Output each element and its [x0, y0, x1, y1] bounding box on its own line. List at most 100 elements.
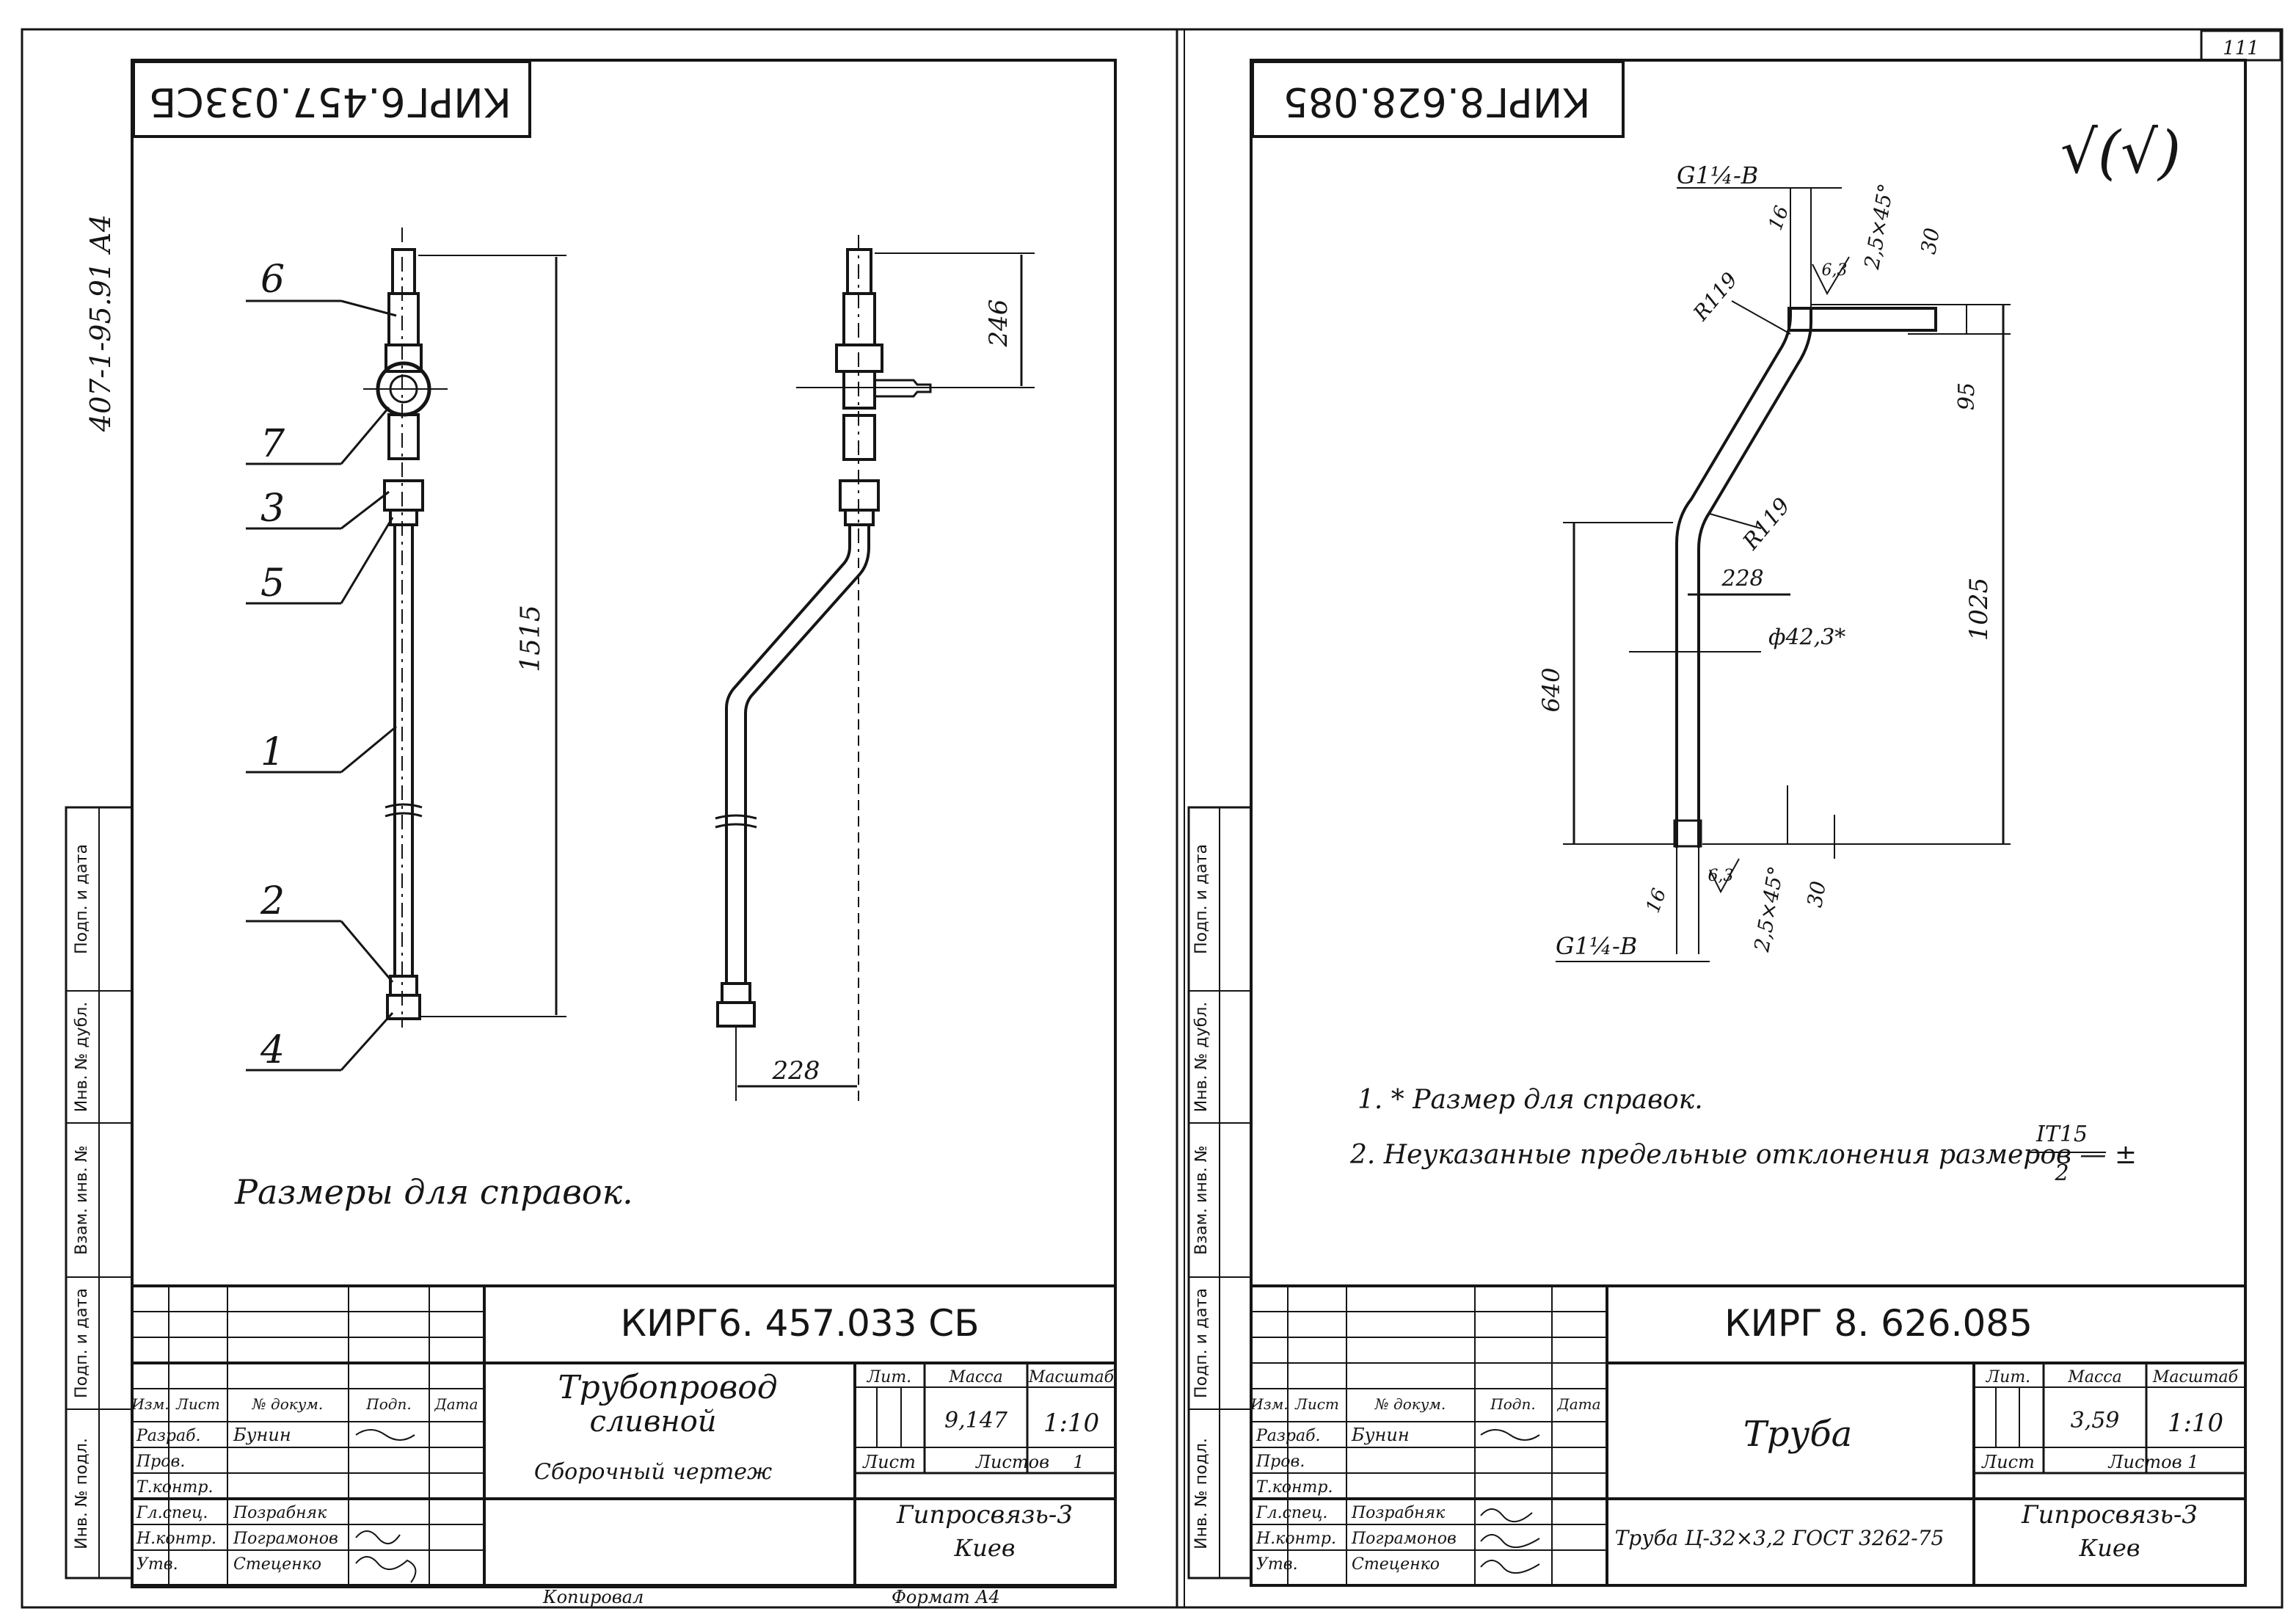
- left-side-note: 407-1-95.91 А4: [84, 214, 117, 432]
- drawing-label: Дата: [434, 1395, 478, 1413]
- right-scale: 1:10: [2168, 1408, 2223, 1438]
- left-side-label-2: Инв. № дубл.: [73, 1002, 91, 1113]
- right-code-box: [1251, 60, 1625, 138]
- drawing-label: Позрабняк: [1351, 1504, 1446, 1522]
- roughness-symbol: √(√): [2060, 118, 2181, 186]
- drawing-label: 640: [1537, 667, 1565, 712]
- drawing-label: 1025: [1964, 578, 1994, 641]
- signature-mark: [355, 1556, 417, 1583]
- drawing-label: Подп. и дата: [1192, 844, 1211, 954]
- right-code-rotated: КИРГ8.628.085: [1283, 79, 1590, 125]
- drawing-label: Разраб.: [1255, 1427, 1321, 1445]
- left-stamp-title-2: сливной: [589, 1405, 716, 1439]
- drawing-label: Бунин: [1351, 1425, 1410, 1445]
- left-side-label-4: Подп. и дата: [73, 1288, 91, 1398]
- drawing-label: Н.контр.: [1255, 1530, 1336, 1548]
- role-utv: Утв.: [136, 1555, 178, 1574]
- name-nkontr: Пограмонов: [233, 1530, 338, 1548]
- left-mass: 9,147: [944, 1408, 1008, 1433]
- right-inner-frame: [1250, 59, 2247, 1587]
- pipe-front-view: [363, 228, 448, 1028]
- right-sheet: КИРГ8.628.085 √(√) Подп. и дата Инв. № д…: [1187, 59, 2247, 1587]
- drawing-label: 6,3: [1822, 261, 1848, 280]
- drawing-label: Лит.: [1986, 1368, 2030, 1386]
- left-side-label-5: Инв. № подл.: [73, 1438, 91, 1549]
- drawing-label: Лист: [175, 1395, 220, 1413]
- left-scale: 1:10: [1043, 1408, 1099, 1438]
- drawing-label: Подп.: [1490, 1395, 1535, 1413]
- left-side-label-1: Подп. и дата: [73, 844, 91, 954]
- callout-2: 2: [260, 879, 285, 923]
- left-title-block: Изм. Лист № докум. Подп. Дата Разраб. Пр…: [131, 1284, 1117, 1587]
- right-stamp-code: КИРГ 8. 626.085: [1724, 1302, 2033, 1345]
- right-stamp-material: Труба Ц-32×3,2 ГОСТ 3262-75: [1615, 1526, 1945, 1550]
- left-note: Размеры для справок.: [234, 1172, 633, 1212]
- drawing-label: Лист: [862, 1452, 916, 1472]
- dim-1515: 1515: [516, 605, 546, 672]
- drawing-label: Листов: [975, 1452, 1049, 1472]
- drawing-label: Взам. инв. №: [1192, 1145, 1211, 1254]
- name-glspec: Позрабняк: [233, 1504, 327, 1522]
- bent-pipe: [1673, 307, 1937, 954]
- note-1: 1. * Размер для справок.: [1357, 1085, 1703, 1115]
- left-stamp-code: КИРГ6. 457.033 СБ: [620, 1302, 979, 1345]
- left-stamp-doctype: Сборочный чертеж: [534, 1459, 772, 1485]
- drawing-label: Стеценко: [1352, 1555, 1440, 1574]
- signature-mark: [1480, 1508, 1533, 1522]
- drawing-label: Дата: [1556, 1395, 1600, 1413]
- dim-228-left: 228: [772, 1056, 820, 1086]
- callouts: 6 7 3 5 1 2 4: [246, 258, 397, 1072]
- drawing-label: 16: [1765, 203, 1794, 233]
- drawing-label: Лист: [1294, 1395, 1339, 1413]
- left-stamp-title-1: Трубопровод: [558, 1369, 777, 1406]
- drawing-label: Пров.: [1255, 1453, 1305, 1471]
- signature-mark: [1480, 1534, 1540, 1548]
- right-mass: 3,59: [2071, 1408, 2120, 1433]
- signature-mark: [1480, 1429, 1540, 1441]
- callout-6: 6: [260, 258, 285, 302]
- name-razrab: Бунин: [233, 1425, 291, 1445]
- drawing-label: 16: [1642, 886, 1672, 916]
- drawing-label: ф42,3*: [1768, 625, 1845, 650]
- role-glspec: Гл.спец.: [136, 1504, 208, 1522]
- drawing-label: Т.контр.: [1256, 1478, 1333, 1497]
- drawing-label: Пограмонов: [1351, 1530, 1457, 1548]
- drawing-label: 2,5×45°: [1859, 182, 1898, 272]
- left-org-1: Гипросвязь-3: [896, 1500, 1073, 1530]
- left-code-rotated: КИРГ6.457.033СБ: [149, 79, 511, 125]
- drawing-label: Листов 1: [2108, 1452, 2199, 1472]
- drawing-label: Лист: [1981, 1452, 2035, 1472]
- drawing-label: G1¼-В: [1556, 932, 1637, 960]
- drawing-label: Изм.: [131, 1395, 169, 1413]
- right-title-block: Изм. Лист № докум. Подп. Дата Разраб. Пр…: [1250, 1284, 2247, 1587]
- drawing-label: 30: [1916, 226, 1945, 256]
- drawing-label: Подп.: [365, 1395, 411, 1413]
- right-org-1: Гипросвязь-3: [2021, 1500, 2198, 1530]
- top-thread-segment: [1787, 307, 1937, 332]
- callout-3: 3: [260, 487, 285, 531]
- note-2: 2. Неуказанные предельные отклонения раз…: [1349, 1140, 2137, 1170]
- role-prov: Пров.: [136, 1453, 185, 1471]
- outer-frame: [21, 28, 2284, 1609]
- left-code-box: [132, 60, 531, 138]
- callout-7: 7: [260, 422, 285, 466]
- drawing-label: Масштаб: [1028, 1368, 1115, 1386]
- drawing-label: Инв. № подл.: [1192, 1438, 1211, 1549]
- role-razrab: Разраб.: [136, 1427, 201, 1445]
- footer-format: Формат А4: [892, 1587, 1000, 1607]
- drawing-label: Масса: [2067, 1368, 2121, 1386]
- drawing-label: 2,5×45°: [1749, 865, 1788, 955]
- drawing-label: Гл.спец.: [1255, 1504, 1327, 1522]
- footer-copied: Копировал: [542, 1587, 644, 1607]
- callout-4: 4: [260, 1028, 285, 1072]
- role-tkontr: Т.контр.: [136, 1478, 213, 1497]
- drawing-label: Масштаб: [2152, 1368, 2239, 1386]
- page-number: 111: [2223, 37, 2259, 59]
- signature-mark: [355, 1429, 415, 1441]
- drawing-label: Утв.: [1256, 1555, 1298, 1574]
- drawing-label: Изм.: [1250, 1395, 1288, 1413]
- left-side-label-3: Взам. инв. №: [73, 1145, 91, 1254]
- tol-num: IT15: [2036, 1122, 2088, 1147]
- drawing-label: 228: [1721, 566, 1763, 592]
- drawing-label: № докум.: [1374, 1395, 1446, 1413]
